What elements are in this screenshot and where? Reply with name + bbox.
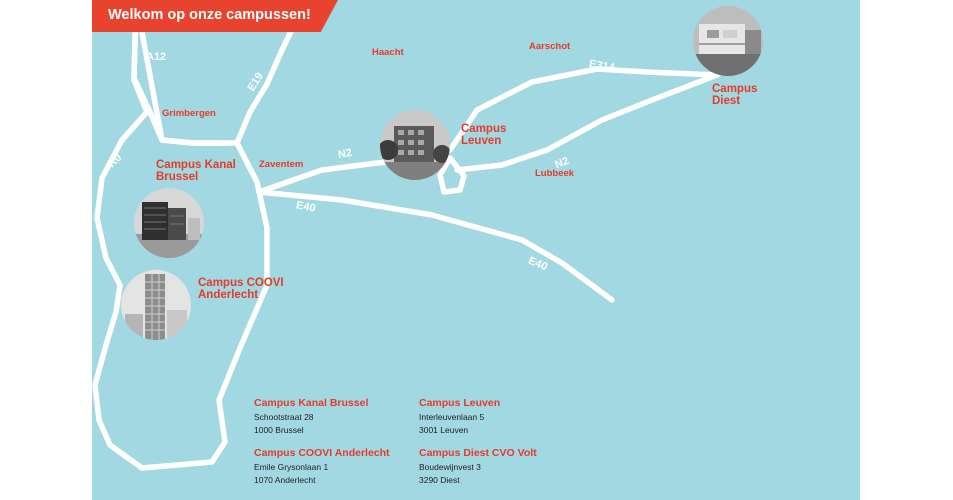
- welcome-banner-title: Welkom op onze campussen!: [108, 7, 311, 23]
- address-kanal: Campus Kanal Brussel Schootstraat 28 100…: [254, 397, 368, 435]
- campus-coovi-photo: [121, 270, 191, 340]
- campus-leuven-photo: [380, 110, 450, 180]
- address-kanal-title: Campus Kanal Brussel: [254, 397, 369, 409]
- town-label-grimbergen: Grimbergen: [162, 108, 216, 119]
- address-coovi: Campus COOVI Anderlecht Emile Grysonlaan…: [254, 447, 390, 485]
- campus-label-diest-line1: Campus: [712, 83, 758, 95]
- campus-diest-photo: [693, 6, 763, 76]
- address-kanal-city: 1000 Brussel: [254, 425, 304, 435]
- address-kanal-street: Schootstraat 28: [254, 412, 314, 422]
- address-diest-city: 3290 Diest: [419, 475, 460, 485]
- campus-label-diest: Campus Diest: [712, 83, 758, 107]
- campus-label-leuven-line2: Leuven: [461, 134, 502, 147]
- campus-label-kanal-line1: Campus Kanal: [156, 159, 236, 171]
- address-diest-title: Campus Diest CVO Volt: [419, 447, 537, 459]
- address-coovi-city: 1070 Anderlecht: [254, 475, 316, 485]
- road-n2-east: [454, 72, 720, 173]
- address-leuven: Campus Leuven Interleuvenlaan 5 3001 Leu…: [419, 397, 500, 435]
- road-e314: [447, 62, 735, 153]
- address-leuven-city: 3001 Leuven: [419, 425, 469, 435]
- campus-label-kanal: Campus Kanal Brussel: [156, 159, 236, 183]
- campus-label-coovi: Campus COOVI Anderlecht: [198, 277, 284, 301]
- road-leuven-loop: [437, 155, 467, 195]
- campus-label-leuven: Campus Leuven: [461, 123, 507, 147]
- town-label-lubbeek: Lubbeek: [535, 168, 575, 179]
- map-area: Welkom op onze campussen! A12 E19 R0 E31…: [92, 0, 860, 500]
- road-r0: [92, 0, 270, 471]
- welcome-banner: Welkom op onze campussen!: [92, 0, 338, 32]
- address-coovi-street: Emile Grysonlaan 1: [254, 462, 329, 472]
- campus-label-leuven-line1: Campus: [461, 123, 507, 135]
- road-e40: [256, 189, 615, 303]
- address-leuven-street: Interleuvenlaan 5: [419, 412, 485, 422]
- road-network: [92, 0, 735, 471]
- campus-kanal-photo: [134, 188, 204, 258]
- address-diest-street: Boudewijnvest 3: [419, 462, 481, 472]
- town-label-haacht: Haacht: [372, 47, 404, 58]
- road-label-n2-west: N2: [337, 146, 353, 162]
- town-label-zaventem: Zaventem: [259, 159, 304, 170]
- road-label-a12: A12: [146, 51, 167, 63]
- campus-label-coovi-line2: Anderlecht: [198, 288, 259, 301]
- campus-label-kanal-line2: Brussel: [156, 170, 199, 183]
- address-leuven-title: Campus Leuven: [419, 397, 501, 409]
- campus-label-coovi-line1: Campus COOVI: [198, 277, 284, 289]
- campus-label-diest-line2: Diest: [712, 94, 741, 107]
- address-diest: Campus Diest CVO Volt Boudewijnvest 3 32…: [419, 447, 537, 485]
- address-coovi-title: Campus COOVI Anderlecht: [254, 447, 390, 459]
- town-label-aarschot: Aarschot: [529, 41, 571, 52]
- road-e19: [234, 0, 309, 146]
